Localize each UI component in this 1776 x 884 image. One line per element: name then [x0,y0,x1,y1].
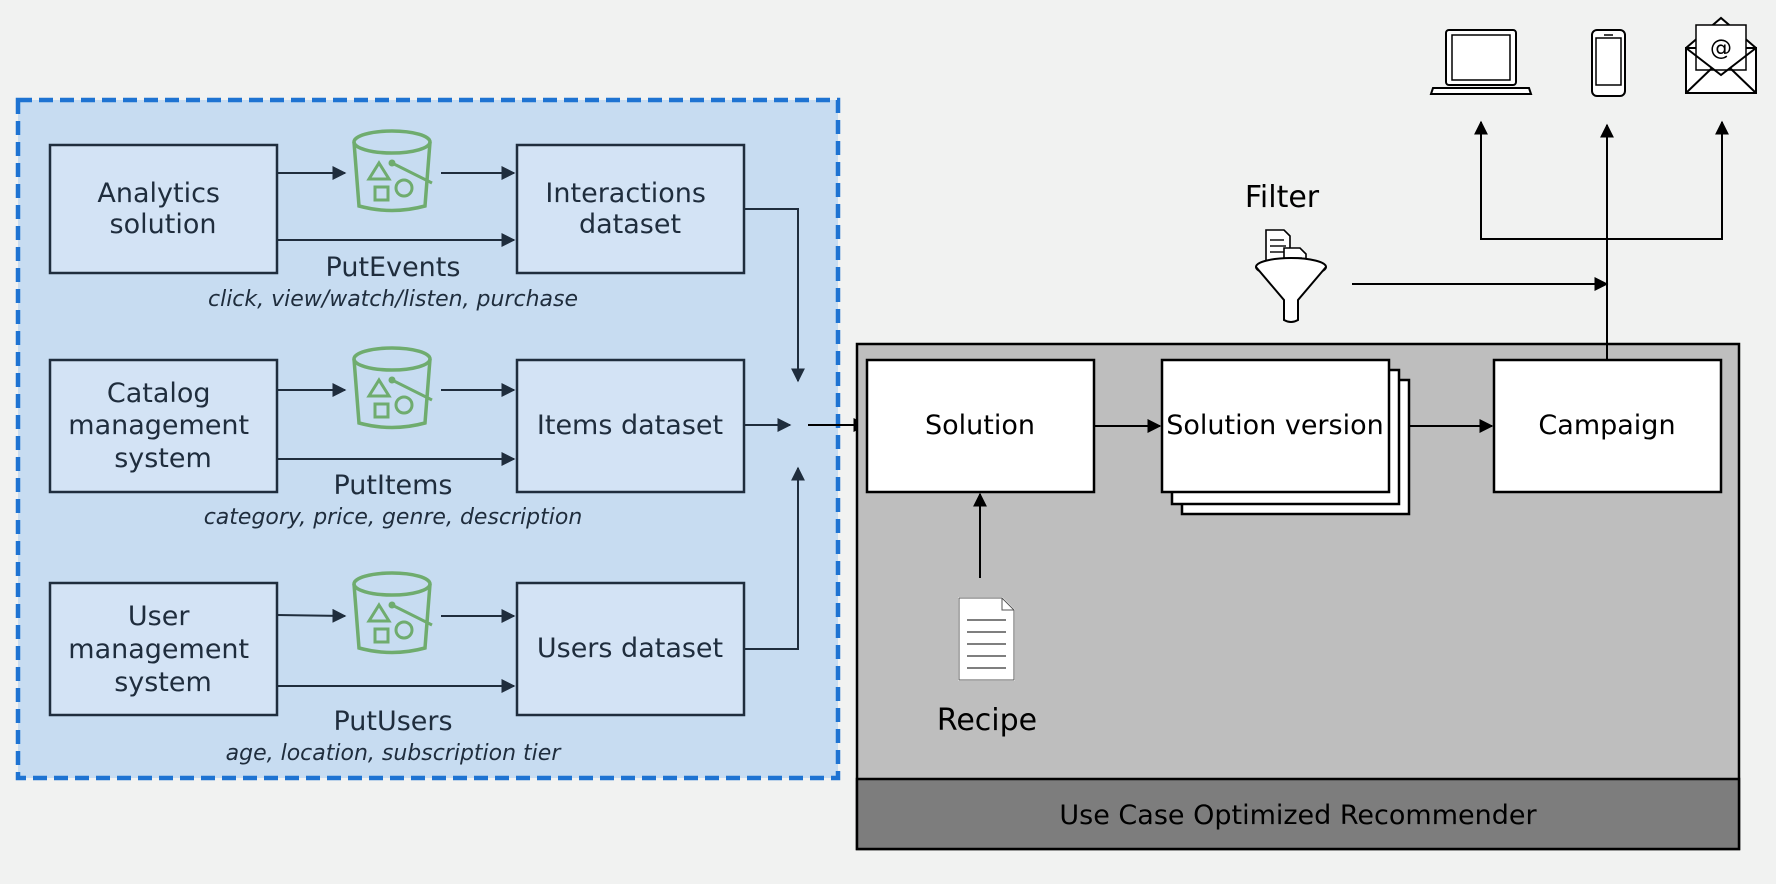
items-dataset-label: Items dataset [537,410,723,441]
analytics-solution-label-line-1: Analytics [97,178,220,209]
put-items-label: PutItems [333,470,452,501]
analytics-solution-label-line-2: solution [110,209,217,240]
dataset-connectors [744,208,868,650]
mobile-phone-icon [1591,29,1626,97]
solution-box[interactable] [865,358,1096,494]
catalog-label-line-3: system [114,443,212,474]
campaign-box[interactable] [1492,358,1723,494]
solution-version-box[interactable] [1160,358,1391,494]
campaign-label: Campaign [1538,410,1675,441]
put-events-label: PutEvents [326,252,461,283]
put-users-label: PutUsers [333,706,452,737]
laptop-icon [1429,29,1533,95]
interactions-dataset-box[interactable] [515,143,746,275]
user-mgmt-label-line-3: system [114,667,212,698]
catalog-label-line-2: management [68,410,249,441]
svg-text:Catalog management: Catalog management system [68,378,257,474]
recommender-footer-bar [855,777,1741,851]
source-row-users: User management system PutUsers age, loc… [48,571,746,766]
campaign-to-devices-connectors [1474,120,1729,360]
users-dataset-box[interactable] [515,581,746,717]
catalog-management-system-box[interactable] [48,358,279,494]
solution-version-label: Solution version [1166,410,1383,441]
put-events-attributes: click, view/watch/listen, purchase [208,287,578,312]
items-dataset-box[interactable] [515,358,746,494]
put-items-attributes: category, price, genre, description [204,505,583,530]
source-row-catalog: Catalog management system PutItems categ… [48,346,746,530]
user-management-system-box[interactable] [48,581,279,717]
filter-label: Filter [1245,180,1320,215]
users-dataset-label: Users dataset [537,633,723,664]
svg-text:Analytics solution: Analytics solution [97,178,228,240]
filter-funnel-icon [1255,229,1327,323]
email-envelope-icon: @ [1685,16,1757,94]
at-sign-glyph: @ [1710,36,1732,61]
source-row-analytics: Analytics solution PutEvents click, view… [48,129,746,312]
recipe-document-icon [958,597,1015,681]
recommender-footer-label: Use Case Optimized Recommender [1059,800,1537,831]
put-users-attributes: age, location, subscription tier [226,741,563,766]
recipe-label: Recipe [937,703,1037,738]
user-mgmt-label-line-2: management [68,634,249,665]
svg-text:User management sy: User management system [68,601,257,698]
interactions-dataset-label-line-2: dataset [579,209,681,240]
analytics-solution-box[interactable] [48,143,279,275]
solution-version-stack[interactable]: Solution version [1160,358,1411,516]
user-mgmt-label-line-1: User [128,601,190,632]
interactions-dataset-label-line-1: Interactions [545,178,706,209]
catalog-label-line-1: Catalog [107,378,211,409]
svg-text:Interactions dataset: Interactions dataset [545,178,714,240]
solution-label: Solution [925,410,1035,441]
